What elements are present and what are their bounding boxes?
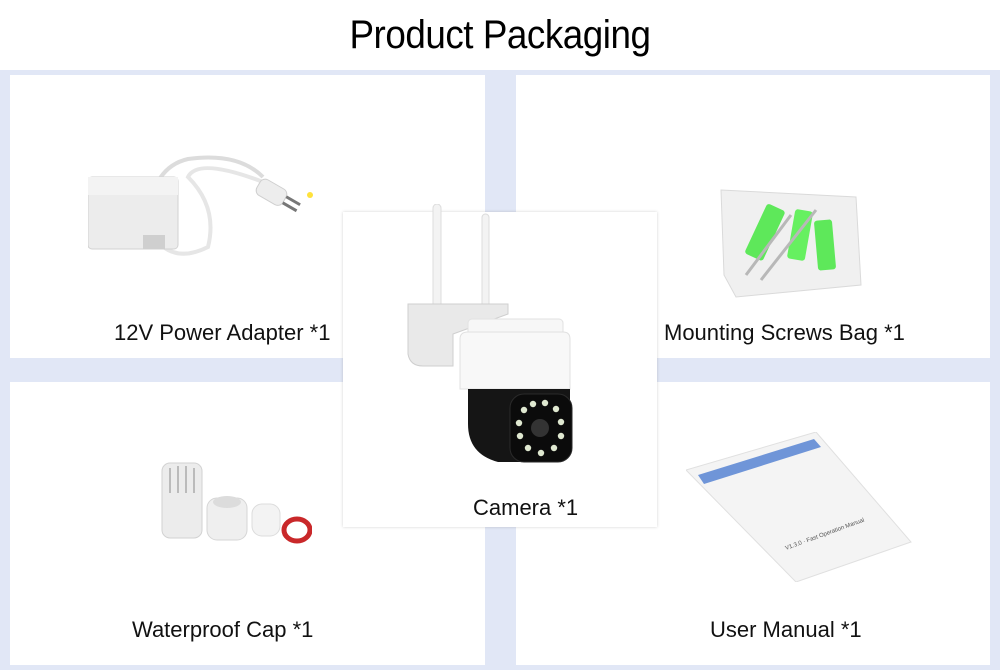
item-label: Camera *1 xyxy=(473,495,579,520)
item-panel-camera: Camera *1 xyxy=(343,204,657,527)
item-label: User Manual *1 xyxy=(710,617,862,642)
ptz-camera-icon xyxy=(407,204,573,463)
item-label: 12V Power Adapter *1 xyxy=(114,320,331,345)
user-manual-icon: V1.3.0 · Fast Operation Manual xyxy=(686,432,912,582)
item-label: Waterproof Cap *1 xyxy=(132,617,314,642)
waterproof-cap-icon xyxy=(161,462,312,544)
page-title: Product Packaging xyxy=(349,12,651,57)
power-adapter-icon xyxy=(88,155,313,256)
screws-bag-icon xyxy=(720,189,862,298)
item-label: Mounting Screws Bag *1 xyxy=(664,320,905,345)
